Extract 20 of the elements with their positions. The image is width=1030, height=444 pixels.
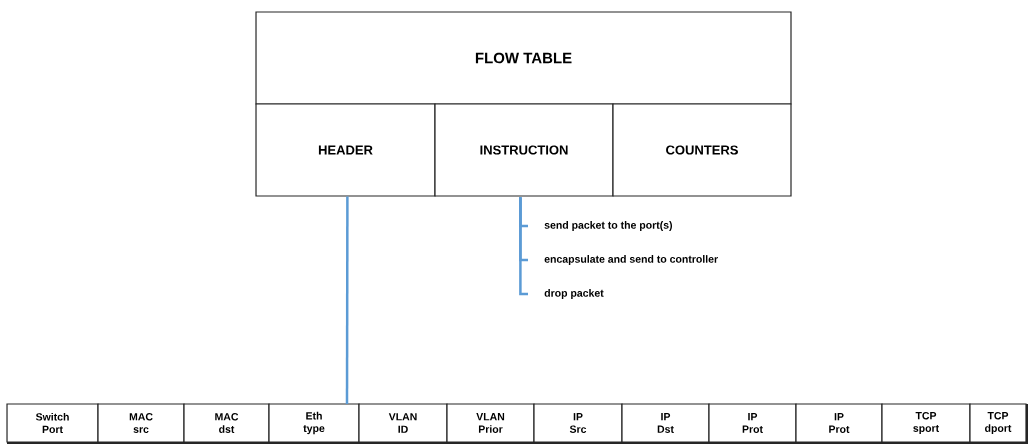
field-cell: Switch Port [6,403,99,443]
field-cell: MAC src [97,403,185,443]
field-cell: VLAN Prior [446,403,535,443]
field-cell: Eth type [268,403,360,443]
field-cell: TCP dport [969,403,1027,443]
field-cell: MAC dst [183,403,270,443]
field-cell: IP Prot [795,403,883,443]
field-cell: IP Dst [621,403,710,443]
field-cell: TCP sport [881,403,971,443]
column-cell: INSTRUCTION [434,103,614,197]
action-text: encapsulate and send to controller [544,255,718,265]
action-text: drop packet [544,289,604,299]
field-cell: IP Src [533,403,623,443]
action-text: send packet to the port(s) [544,221,672,231]
field-cell: IP Prot [708,403,797,443]
bracket-line [519,197,528,296]
column-cell: COUNTERS [612,103,792,197]
column-cell: HEADER [255,103,436,197]
field-cell: VLAN ID [358,403,448,443]
connector-line [345,196,349,404]
